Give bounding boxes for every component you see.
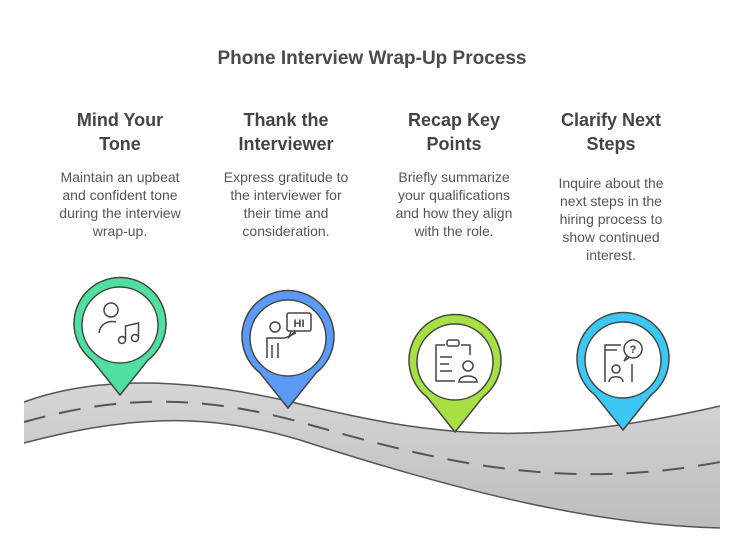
phone-question-icon: ?: [604, 339, 643, 383]
person-speech-hi-icon: HI: [266, 312, 312, 358]
person-music-icon: [98, 302, 140, 345]
diagram-title: Phone Interview Wrap-Up Process: [217, 48, 527, 69]
road: [23, 382, 721, 529]
pin-clarify-next-steps: ?: [576, 311, 670, 432]
svg-text:HI: HI: [294, 318, 305, 330]
pin-mind-your-tone: [73, 276, 167, 397]
pin-recap-key-points: [408, 313, 502, 434]
pin-thank-the-interviewer: HI: [241, 289, 335, 410]
svg-text:?: ?: [630, 344, 637, 356]
road-center-line: [23, 400, 721, 476]
clipboard-person-icon: [435, 339, 478, 383]
